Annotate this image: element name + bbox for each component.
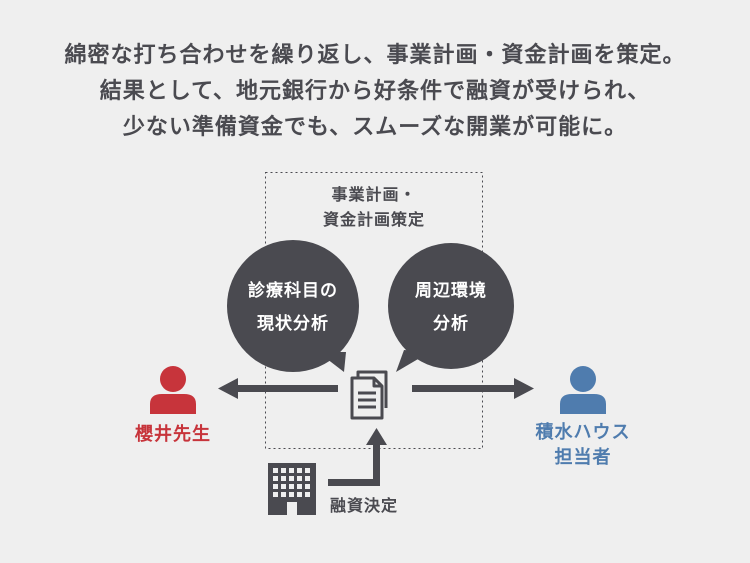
bubble-left-shape	[227, 240, 359, 372]
planning-box-title: 事業計画・ 資金計画策定	[265, 182, 483, 232]
person-right-line-2: 担当者	[554, 447, 612, 468]
arrow-to-right-icon	[412, 378, 534, 399]
bubble-right-label: 周辺環境 分析	[392, 275, 510, 341]
planning-box-title-line-1: 事業計画・	[331, 185, 417, 204]
headline-line-2: 結果として、地元銀行から好条件で融資が受けられ、	[99, 79, 651, 104]
person-right-line-1: 積水ハウス	[535, 422, 631, 443]
arrow-up-icon	[328, 428, 387, 486]
person-left-label: 櫻井先生	[135, 424, 211, 445]
bubble-left-line-1: 診療科目の	[248, 281, 338, 301]
loan-label: 融資決定	[330, 496, 399, 515]
bubble-left-label: 診療科目の 現状分析	[230, 275, 356, 341]
planning-box-title-line-2: 資金計画策定	[322, 210, 425, 229]
person-icon-left	[150, 366, 196, 414]
document-icon	[350, 370, 388, 420]
headline-line-3: 少ない準備資金でも、スムーズな開業が可能に。	[122, 115, 628, 140]
person-right-label: 積水ハウス 担当者	[518, 420, 648, 470]
bubble-right-shape	[388, 243, 514, 372]
arrow-to-left-icon	[218, 378, 338, 399]
bubble-right-line-1: 周辺環境	[415, 281, 487, 301]
headline-line-1: 綿密な打ち合わせを繰り返し、事業計画・資金計画を策定。	[64, 43, 686, 68]
building-icon	[268, 463, 316, 515]
bubble-left-line-2: 現状分析	[257, 314, 329, 334]
bubble-right-line-2: 分析	[433, 314, 469, 334]
person-icon-right	[560, 366, 606, 414]
headline: 綿密な打ち合わせを繰り返し、事業計画・資金計画を策定。 結果として、地元銀行から…	[0, 38, 750, 146]
